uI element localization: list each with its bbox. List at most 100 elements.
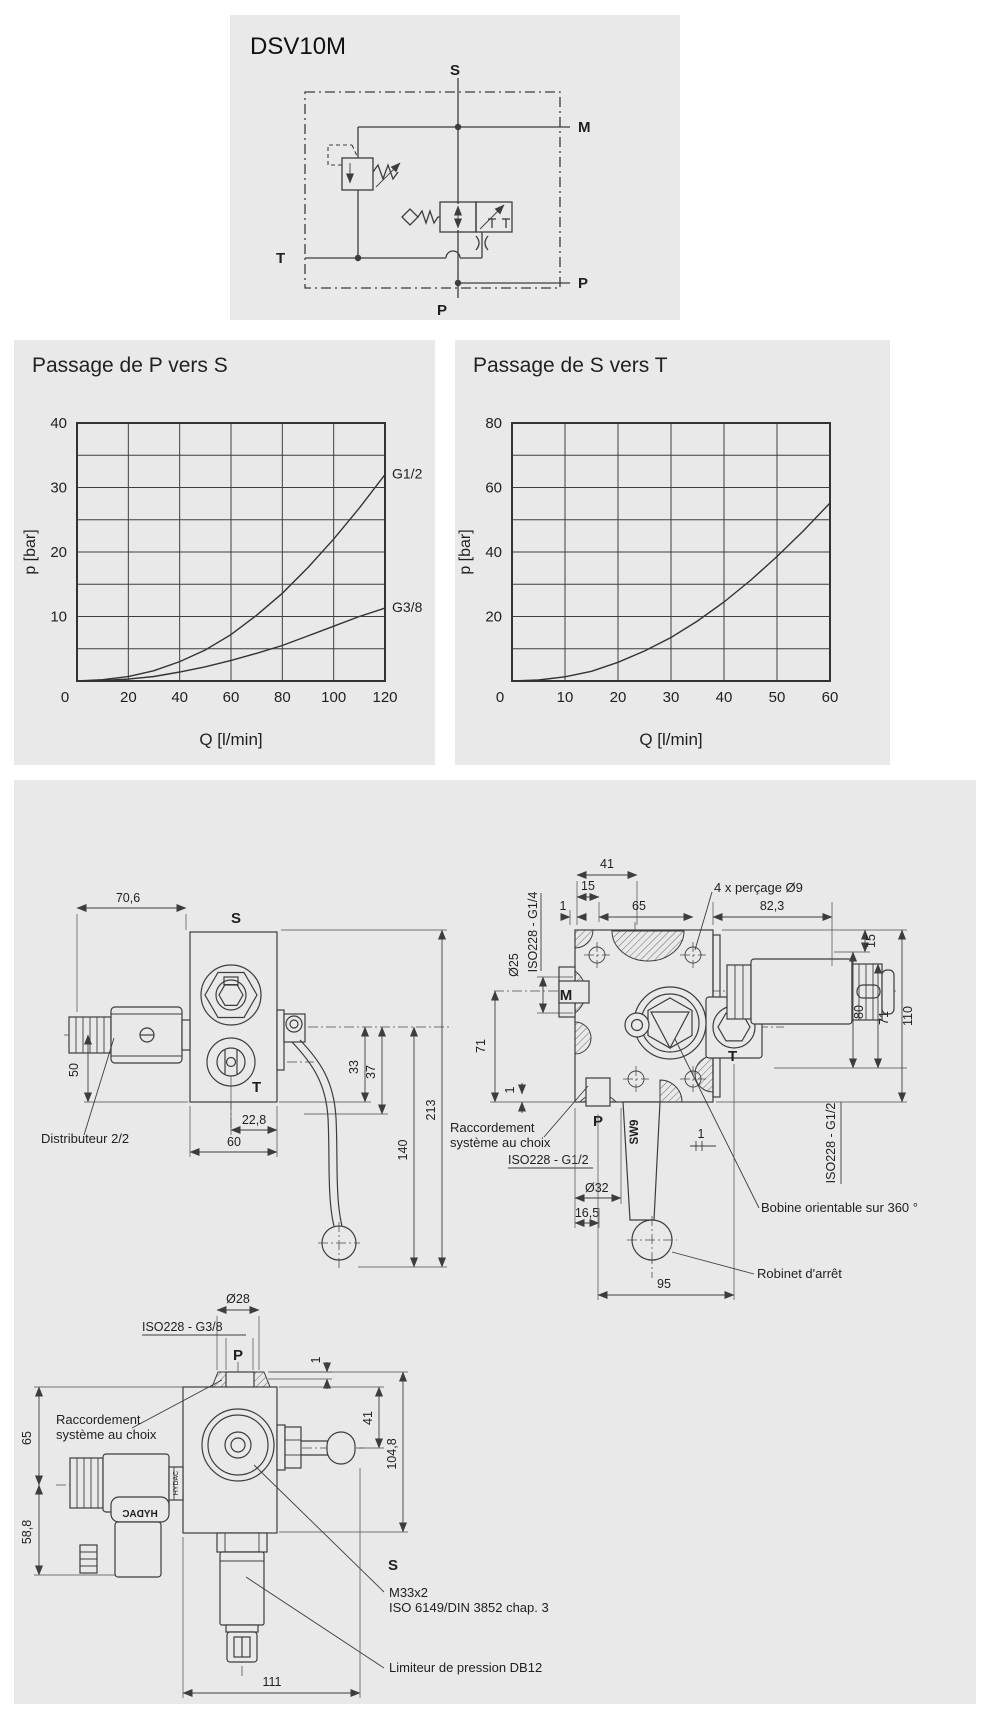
sw9-label: SW9 (629, 1120, 641, 1145)
dim-d25: Ø25 (507, 953, 521, 977)
dim-d28: Ø28 (226, 1292, 250, 1306)
iso228-g14-label: ISO228 - G1/4 (526, 892, 540, 973)
robinet-note: Robinet d'arrêt (757, 1266, 842, 1281)
curve-G1/2 (76, 474, 386, 682)
top-view-drawing: 41 15 1 65 82,3 15 80 (450, 857, 918, 1300)
y-tick-label: 10 (50, 609, 67, 626)
side-port-s-label: S (231, 910, 241, 927)
chart-title-s-to-t: Passage de S vers T (473, 354, 668, 377)
x-tick-label: 40 (171, 689, 188, 706)
y-tick-label: 40 (50, 415, 67, 432)
x-tick-label: 10 (557, 689, 574, 706)
side-port-t-label: T (252, 1079, 261, 1096)
curve-label: G3/8 (392, 599, 423, 615)
chart-title-p-to-s: Passage de P vers S (32, 354, 228, 377)
dim-71-left: 71 (474, 1039, 488, 1053)
curve-G3/8 (76, 607, 386, 682)
side-view-drawing: 70,6 50 33 37 140 213 22,8 (41, 891, 449, 1270)
x-tick-label: 0 (496, 689, 504, 706)
port-p-right-label: P (578, 275, 588, 292)
y-tick-label: 80 (485, 415, 502, 432)
x-tick-label: 30 (663, 689, 680, 706)
port-t-label: T (276, 250, 285, 267)
x-tick-label: 40 (716, 689, 733, 706)
chart-p-to-s: 0 20 40 60 80 100 120 10 20 30 40 Q [l/min] p [bar] G… (22, 415, 423, 749)
x-tick-label: 50 (769, 689, 786, 706)
schematic-lines (305, 78, 570, 298)
y-tick-label: 30 (50, 480, 67, 497)
directional-valve-symbol (401, 201, 513, 233)
y-tick-label: 40 (485, 544, 502, 561)
dim-111: 111 (262, 1675, 281, 1689)
dim-41-top: 41 (600, 857, 614, 871)
y-tick-label: 20 (485, 609, 502, 626)
dim-104-8: 104,8 (385, 1438, 399, 1469)
dim-65-front: 65 (20, 1431, 34, 1445)
y-tick-label: 20 (50, 544, 67, 561)
front-port-p-label: P (233, 1347, 243, 1364)
dim-80: 80 (852, 1005, 866, 1019)
percage-note: 4 x perçage Ø9 (714, 880, 803, 895)
hydraulic-schematic: S M T P P (276, 62, 591, 319)
x-tick-label: 0 (61, 689, 69, 706)
m33-note: M33x2 (389, 1585, 428, 1600)
x-tick-label: 100 (321, 689, 346, 706)
dim-22-8: 22,8 (242, 1113, 266, 1127)
port-p-bottom-label: P (437, 302, 447, 319)
schematic-port-labels: S M T P P (276, 62, 591, 319)
top-port-t-label: T (728, 1048, 737, 1065)
y-axis-label: p [bar] (457, 529, 474, 574)
x-tick-label: 20 (120, 689, 137, 706)
dim-71-right: 71 (877, 1011, 891, 1025)
iso228-g38-label: ISO228 - G3/8 (142, 1320, 223, 1334)
dim-1-left: 1 (503, 1086, 517, 1093)
chart-panel-s-to-t: 0 10 20 30 40 50 60 20 40 60 80 Q [l/min] p [bar] Pa… (455, 340, 890, 765)
schematic-panel: DSV10M (230, 15, 680, 320)
port-s-label: S (450, 62, 460, 79)
curve-main (511, 502, 831, 682)
dim-50: 50 (67, 1063, 81, 1077)
iso6149-note: ISO 6149/DIN 3852 chap. 3 (389, 1600, 549, 1615)
front-port-s-label: S (388, 1557, 398, 1574)
chart-panel-p-to-s: 0 20 40 60 80 100 120 10 20 30 40 Q [l/min] p [bar] G… (14, 340, 435, 765)
dim-82-3: 82,3 (760, 899, 784, 913)
front-raccordement-1: Raccordement (56, 1412, 141, 1427)
x-tick-label: 60 (822, 689, 839, 706)
brand-mirrored: HYDAC (122, 1509, 158, 1520)
dim-95: 95 (657, 1277, 671, 1291)
dim-1-bottom: 1 (698, 1127, 705, 1141)
drawings-panel: 70,6 50 33 37 140 213 22,8 (14, 780, 976, 1704)
brand-small: HYDAC (173, 1471, 180, 1496)
chart-s-to-t: 0 10 20 30 40 50 60 20 40 60 80 Q [l/min] p [bar] (457, 415, 838, 749)
dim-15-top: 15 (581, 879, 595, 893)
dim-60: 60 (227, 1135, 241, 1149)
dim-15-right: 15 (864, 934, 878, 948)
front-raccordement-2: système au choix (56, 1427, 157, 1442)
dim-213: 213 (424, 1100, 438, 1121)
relief-valve-symbol (327, 127, 401, 258)
x-tick-label: 20 (610, 689, 627, 706)
dim-16-5: 16,5 (575, 1206, 599, 1220)
x-axis-label: Q [l/min] (639, 730, 702, 749)
top-port-m-label: M (560, 987, 573, 1004)
dim-33: 33 (347, 1060, 361, 1074)
x-tick-label: 60 (223, 689, 240, 706)
y-tick-label: 60 (485, 480, 502, 497)
dim-110: 110 (901, 1006, 915, 1026)
y-axis-label: p [bar] (22, 529, 39, 574)
x-axis-label: Q [l/min] (199, 730, 262, 749)
limiteur-note: Limiteur de pression DB12 (389, 1660, 542, 1675)
x-tick-label: 80 (274, 689, 291, 706)
schematic-title: DSV10M (250, 33, 347, 60)
raccordement-note-1: Raccordement (450, 1120, 535, 1135)
x-tick-label: 120 (372, 689, 397, 706)
front-dim-1: 1 (309, 1356, 323, 1363)
schematic-envelope (304, 91, 561, 289)
plot-area: 0 10 20 30 40 50 60 20 40 60 80 Q [l/min] p [bar] (457, 415, 838, 749)
distributeur-label: Distributeur 2/2 (41, 1131, 129, 1146)
front-view-drawing: Ø28 ISO228 - G3/8 P 1 (20, 1292, 549, 1698)
dim-d32: Ø32 (585, 1181, 609, 1195)
dim-58-8: 58,8 (20, 1520, 34, 1544)
dim-70-6: 70,6 (116, 891, 140, 905)
